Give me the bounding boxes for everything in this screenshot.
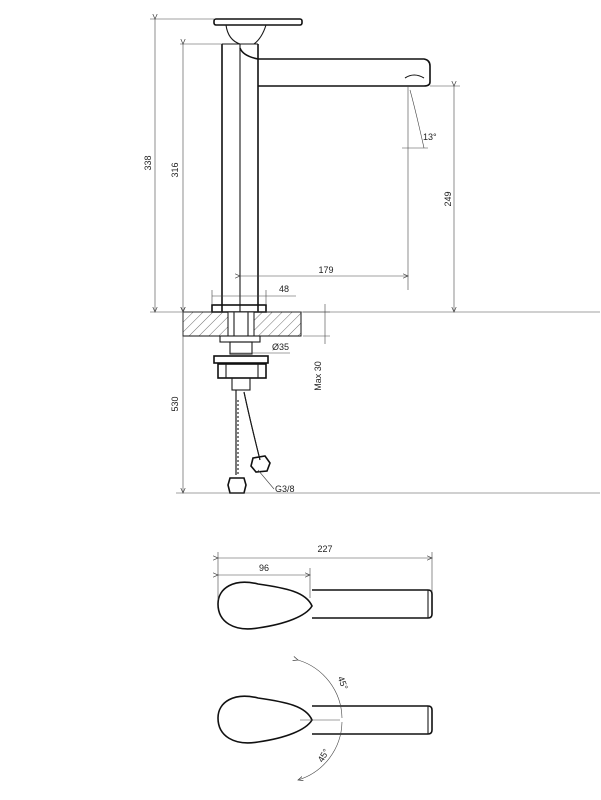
dimension-lines xyxy=(150,19,600,493)
dim-total-height: 338 xyxy=(143,155,153,170)
dim-body-height: 316 xyxy=(170,162,180,177)
handle-disc xyxy=(213,18,303,26)
handle-top-view: 227 96 xyxy=(218,544,432,630)
dim-handle-width: 96 xyxy=(259,563,269,573)
dim-base-width: 48 xyxy=(279,284,289,294)
mounting-plate xyxy=(213,355,269,364)
spout xyxy=(239,47,431,87)
faucet-side-view xyxy=(211,18,431,313)
dim-handle-total-length: 227 xyxy=(317,544,332,554)
dimension-labels: 338 316 249 179 48 13° Ø35 Max 30 530 G3… xyxy=(143,132,453,494)
handle-stem xyxy=(225,24,267,45)
dim-hose-length: 530 xyxy=(170,396,180,411)
dim-rotation-bottom: 45° xyxy=(316,747,332,764)
dim-outlet-height: 249 xyxy=(443,191,453,206)
handle-rotation-view: 45° 45° xyxy=(217,660,433,780)
supply-hoses xyxy=(227,390,271,494)
dim-max-thickness: Max 30 xyxy=(313,361,323,391)
hose-nut-left xyxy=(227,477,247,494)
dim-rotation-top: 45° xyxy=(336,675,350,692)
hose-nut-right xyxy=(250,455,271,473)
dim-hole-diameter: Ø35 xyxy=(272,342,289,352)
dim-connection: G3/8 xyxy=(275,484,295,494)
mounting-nut xyxy=(217,363,267,379)
dim-spout-reach: 179 xyxy=(318,265,333,275)
dim-outlet-angle: 13° xyxy=(423,132,437,142)
